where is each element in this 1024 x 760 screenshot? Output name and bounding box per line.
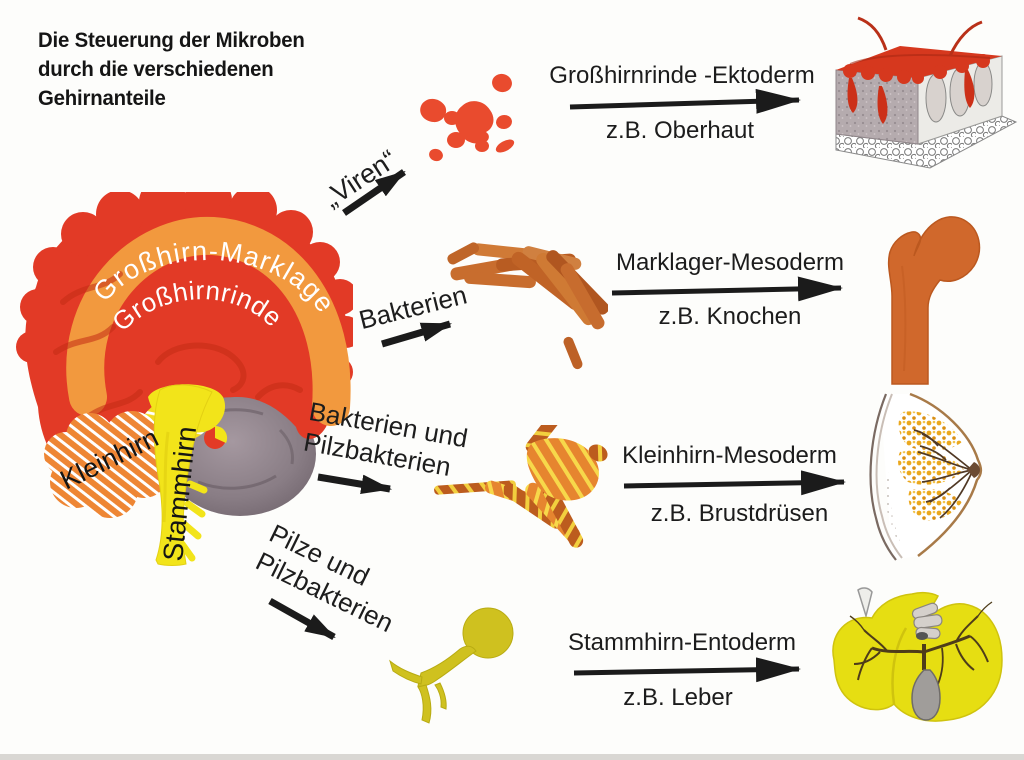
page-edge-shadow — [0, 754, 1024, 760]
portal-structure — [911, 602, 943, 640]
brainstem-yellow-area — [148, 384, 226, 566]
mesoderm-arrow — [611, 276, 843, 302]
pilze-arrow — [268, 597, 336, 641]
row2-target-example: z.B. Knochen — [658, 303, 802, 330]
nipple — [967, 462, 980, 478]
epidermis-top-face — [836, 46, 1002, 84]
row1-target-title: Großhirnrinde -Ektoderm — [549, 62, 815, 89]
row2-target-title: Marklager-Mesoderm — [615, 249, 845, 276]
milk-ducts — [913, 429, 973, 519]
liver-lobes — [832, 591, 1003, 722]
gallbladder — [911, 669, 941, 721]
pilzbakterien-arrow — [317, 473, 393, 494]
row1-target-example: z.B. Oberhaut — [605, 117, 755, 144]
row4-target-title: Stammhirn-Entoderm — [567, 629, 797, 656]
page-title: Die Steuerung der Mikroben durch die ver… — [38, 26, 348, 113]
liver-icon — [832, 587, 1003, 722]
striped-bacteria-icon — [434, 425, 608, 548]
epidermis-skin-block-icon — [835, 16, 1018, 169]
fungus-icon — [389, 607, 514, 724]
page-title-line-3: Gehirnanteile — [38, 87, 166, 110]
ektoderm-arrow — [569, 88, 801, 114]
viren-arrow — [342, 169, 406, 216]
hair-strands — [857, 16, 983, 57]
hair-follicles — [847, 70, 975, 124]
page-title-line-2: durch die verschiedenen — [38, 58, 274, 81]
row3-target-title: Kleinhirn-Mesoderm — [622, 442, 837, 469]
row3-target-example: z.B. Brustdrüsen — [650, 500, 829, 527]
virus-spots-icon — [420, 73, 515, 162]
entoderm-arrow — [573, 657, 801, 683]
ligament-tip — [857, 587, 873, 619]
kleinhirn-mesoderm-arrow — [623, 470, 846, 496]
femur-bone-icon — [887, 216, 981, 385]
bile-vessels — [849, 601, 993, 685]
marklager-band — [66, 216, 351, 426]
brain-illustration: Großhirn-Marklager Großhirnrinde — [8, 192, 353, 566]
breast-gland-icon — [869, 392, 983, 561]
bakterien-arrow — [381, 320, 453, 348]
page-title-line-1: Die Steuerung der Mikroben — [38, 29, 305, 52]
bacteria-rods-icon — [447, 242, 608, 370]
hypophysis-pie-icon — [204, 425, 228, 449]
row4-target-example: z.B. Leber — [623, 684, 733, 711]
